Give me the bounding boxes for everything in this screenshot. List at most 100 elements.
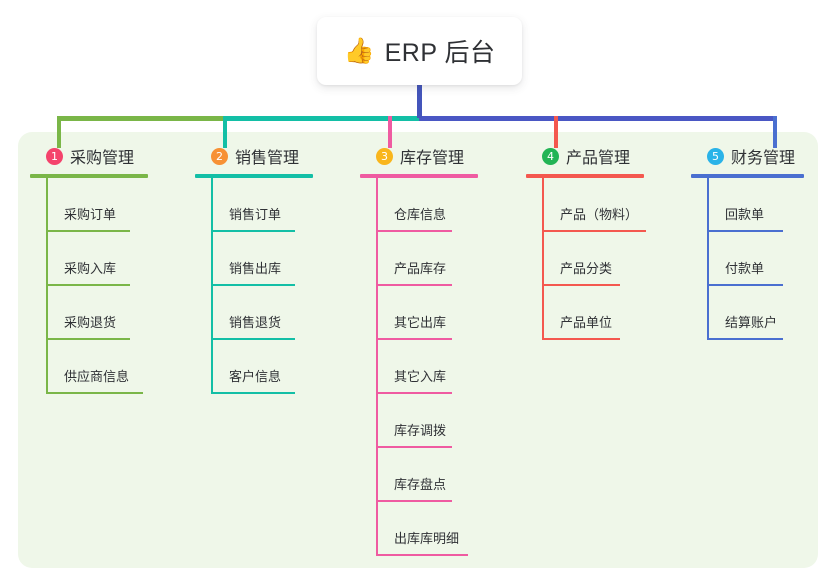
list-item[interactable]: 客户信息	[195, 340, 345, 394]
list-item-label: 销售出库	[229, 261, 282, 276]
column-items-4: 产品（物料） 产品分类产品单位	[526, 178, 676, 340]
list-item-rule	[211, 284, 295, 286]
list-item[interactable]: 销售退货	[195, 286, 345, 340]
list-item-rule	[211, 392, 295, 394]
column-header-rule-2	[195, 174, 313, 178]
root-node-erp-backend[interactable]: 👍 ERP 后台	[317, 17, 522, 85]
column-header-rule-3	[360, 174, 478, 178]
list-item-rule	[542, 230, 646, 232]
list-item-label: 采购入库	[64, 261, 117, 276]
list-item-rule	[376, 554, 468, 556]
list-item-label: 回款单	[725, 207, 765, 222]
list-item-label: 仓库信息	[394, 207, 447, 222]
list-item-rule	[707, 284, 783, 286]
column-4: 4 产品管理产品（物料） 产品分类产品单位	[526, 145, 676, 340]
list-item[interactable]: 销售订单	[195, 178, 345, 232]
column-connector-line-3	[376, 178, 378, 556]
list-item[interactable]: 库存调拨	[360, 394, 510, 448]
column-title-2: 销售管理	[235, 150, 300, 167]
list-item[interactable]: 产品单位	[526, 286, 676, 340]
column-title-3: 库存管理	[400, 150, 465, 167]
column-header-4[interactable]: 4 产品管理	[526, 145, 676, 167]
column-connector-line-2	[211, 178, 213, 394]
root-node-title: ERP 后台	[384, 39, 496, 67]
column-5: 5 财务管理回款单付款单结算账户	[691, 145, 839, 340]
column-badge-2: 2	[211, 147, 228, 165]
list-item[interactable]: 仓库信息	[360, 178, 510, 232]
list-item-label: 其它入库	[394, 369, 447, 384]
column-header-rule-1	[30, 174, 148, 178]
list-item-rule	[46, 392, 143, 394]
list-item[interactable]: 其它出库	[360, 286, 510, 340]
list-item[interactable]: 采购订单	[30, 178, 180, 232]
list-item-rule	[707, 230, 783, 232]
list-item-rule	[542, 338, 620, 340]
drop-column-4	[554, 116, 558, 148]
list-item[interactable]: 采购退货	[30, 286, 180, 340]
column-connector-line-4	[542, 178, 544, 340]
list-item-label: 采购订单	[64, 207, 117, 222]
list-item-rule	[211, 338, 295, 340]
column-header-rule-4	[526, 174, 644, 178]
list-item[interactable]: 供应商信息	[30, 340, 180, 394]
list-item-label: 销售订单	[229, 207, 282, 222]
column-badge-5: 5	[707, 147, 724, 165]
list-item-label: 付款单	[725, 261, 765, 276]
diagram-panel	[18, 132, 818, 568]
column-title-5: 财务管理	[731, 150, 796, 167]
list-item[interactable]: 库存盘点	[360, 448, 510, 502]
list-item-label: 产品库存	[394, 261, 447, 276]
list-item-rule	[542, 284, 620, 286]
root-stem-connector	[417, 78, 422, 118]
column-header-5[interactable]: 5 财务管理	[691, 145, 839, 167]
list-item-label: 库存调拨	[394, 423, 447, 438]
column-title-4: 产品管理	[566, 150, 631, 167]
list-item-rule	[46, 284, 130, 286]
column-title-1: 采购管理	[70, 150, 135, 167]
column-connector-line-1	[46, 178, 48, 394]
list-item-rule	[707, 338, 783, 340]
bus-segment-green	[57, 116, 227, 121]
list-item-rule	[46, 230, 130, 232]
list-item-label: 客户信息	[229, 369, 282, 384]
list-item-rule	[376, 392, 452, 394]
column-items-5: 回款单付款单结算账户	[691, 178, 839, 340]
drop-column-2	[223, 116, 227, 148]
column-items-3: 仓库信息产品库存其它出库其它入库库存调拨库存盘点出库库明细	[360, 178, 510, 556]
list-item-label: 结算账户	[725, 315, 778, 330]
list-item[interactable]: 产品库存	[360, 232, 510, 286]
list-item-rule	[376, 338, 452, 340]
list-item[interactable]: 产品分类	[526, 232, 676, 286]
list-item[interactable]: 销售出库	[195, 232, 345, 286]
list-item-rule	[376, 500, 452, 502]
drop-column-3	[388, 116, 392, 148]
list-item[interactable]: 回款单	[691, 178, 839, 232]
list-item-rule	[376, 446, 452, 448]
list-item-label: 库存盘点	[394, 477, 447, 492]
drop-column-5	[773, 116, 777, 148]
column-badge-4: 4	[542, 147, 559, 165]
list-item-label: 供应商信息	[64, 369, 130, 384]
list-item[interactable]: 出库库明细	[360, 502, 510, 556]
list-item-rule	[376, 230, 452, 232]
list-item-label: 出库库明细	[394, 531, 460, 546]
column-connector-line-5	[707, 178, 709, 340]
drop-column-1	[57, 116, 61, 148]
list-item-label: 产品分类	[560, 261, 613, 276]
list-item-label: 产品单位	[560, 315, 613, 330]
list-item[interactable]: 采购入库	[30, 232, 180, 286]
list-item[interactable]: 付款单	[691, 232, 839, 286]
list-item[interactable]: 其它入库	[360, 340, 510, 394]
list-item-label: 产品（物料）	[560, 207, 639, 222]
column-header-2[interactable]: 2 销售管理	[195, 145, 345, 167]
list-item-label: 销售退货	[229, 315, 282, 330]
list-item[interactable]: 产品（物料）	[526, 178, 676, 232]
list-item-label: 其它出库	[394, 315, 447, 330]
list-item-rule	[376, 284, 452, 286]
column-header-rule-5	[691, 174, 804, 178]
list-item[interactable]: 结算账户	[691, 286, 839, 340]
